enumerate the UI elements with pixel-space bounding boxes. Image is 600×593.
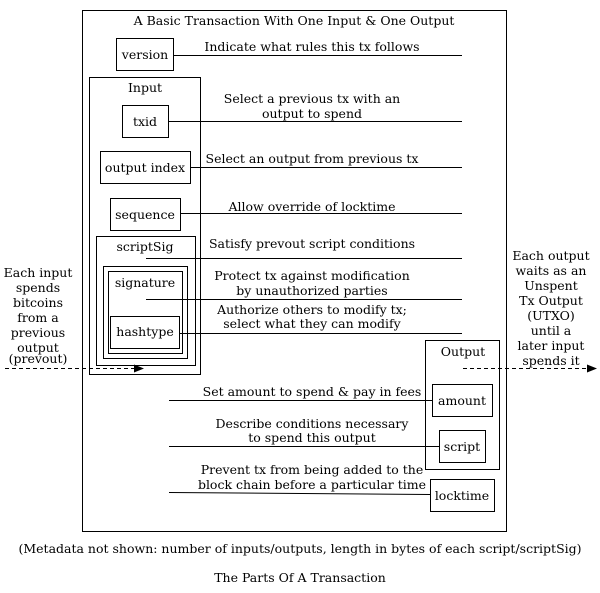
version-label: version [121, 47, 168, 62]
output-index-box [100, 151, 191, 184]
txid-label: txid [133, 114, 157, 129]
hashtype-box [110, 316, 180, 349]
txid-description-line1: Select a previous tx with an [224, 91, 400, 106]
sequence-box [110, 198, 181, 231]
script-description-line2: to spend this output [248, 430, 376, 445]
transaction-frame [82, 10, 507, 532]
locktime-description-line2: block chain before a particular time [198, 477, 426, 492]
locktime-description-line1: Prevent tx from being added to the [201, 462, 424, 477]
left-note-line-5: previous [11, 325, 65, 340]
diagram-title: A Basic Transaction With One Input & One… [133, 13, 455, 28]
locktime-connector [168, 492, 431, 495]
right-note-line-5: (UTXO) [527, 308, 575, 323]
input-box [89, 77, 201, 375]
version-box [116, 38, 174, 71]
right-note-line-7: later input [518, 338, 585, 353]
version-description: Indicate what rules this tx follows [204, 39, 419, 54]
scriptsig-inner-box [103, 266, 188, 359]
left-note-line-2: spends [16, 280, 60, 295]
signature-description-line1: Protect tx against modification [214, 268, 410, 283]
script-label: script [444, 439, 480, 454]
right-note-line-8: spends it [522, 353, 579, 368]
scriptsig-description: Satisfy prevout script conditions [209, 236, 415, 251]
left-note-line-1: Each input [4, 265, 73, 280]
left-note-line-4: from a [17, 310, 59, 325]
amount-description: Set amount to spend & pay in fees [203, 384, 422, 399]
input-label: Input [128, 80, 162, 95]
output-index-description: Select an output from previous tx [206, 151, 419, 166]
right-note-line-3: Unspent [524, 278, 577, 293]
locktime-label: locktime [435, 488, 489, 503]
figure-caption: The Parts Of A Transaction [214, 570, 386, 585]
hashtype-description-line2: select what they can modify [223, 316, 401, 331]
output-label: Output [441, 344, 485, 359]
left-note-line-6: output [17, 340, 59, 355]
script-box [439, 430, 486, 463]
amount-box [432, 384, 493, 417]
right-note-line-4: Tx Output [519, 293, 583, 308]
left-note: Each input spends bitcoins from a previo… [4, 265, 73, 366]
right-note-line-1: Each output [512, 248, 589, 263]
signature-label: signature [115, 275, 175, 290]
amount-label: amount [438, 393, 486, 408]
output-index-label: output index [105, 160, 185, 175]
right-note: Each output waits as an Unspent Tx Outpu… [512, 248, 589, 368]
metadata-note: (Metadata not shown: number of inputs/ou… [18, 541, 581, 556]
right-note-line-6: until a [531, 323, 572, 338]
left-note-line-7: (prevout) [9, 351, 68, 366]
hashtype-description-line1: Authorize others to modify tx; [216, 302, 407, 317]
locktime-box [430, 479, 495, 512]
output-box [425, 340, 500, 470]
hashtype-label: hashtype [116, 324, 173, 339]
signature-description-line2: by unauthorized parties [236, 283, 387, 298]
scriptsig-box [96, 236, 196, 366]
script-description-line1: Describe conditions necessary [216, 416, 410, 431]
left-note-line-3: bitcoins [13, 295, 63, 310]
sequence-label: sequence [115, 207, 175, 222]
txid-description-line2: output to spend [262, 106, 362, 121]
scriptsig-inner-box-2 [108, 271, 183, 354]
right-note-line-2: waits as an [516, 263, 587, 278]
sequence-description: Allow override of locktime [227, 199, 395, 214]
txid-box [122, 105, 169, 138]
scriptsig-label: scriptSig [117, 239, 174, 254]
